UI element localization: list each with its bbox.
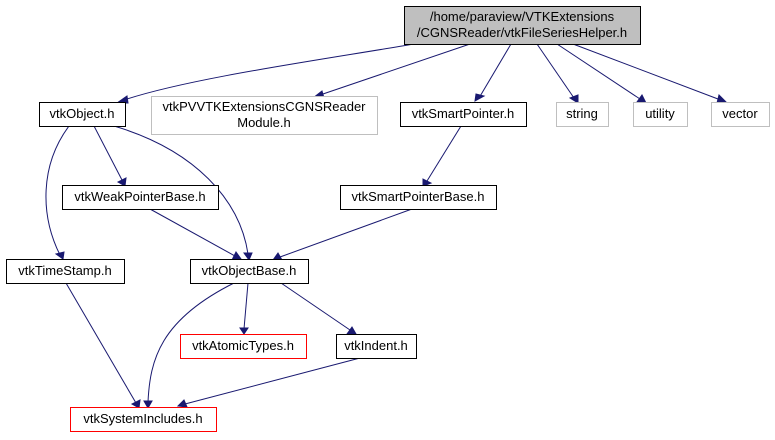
- edge-arrowhead: [636, 94, 647, 104]
- node-box: [151, 96, 378, 135]
- edge-arrowhead: [115, 95, 129, 104]
- edge-arrowhead: [231, 251, 242, 261]
- edge-vtkObject-to-objectbase: [113, 125, 253, 262]
- edge-objectbase-to-indent: [280, 282, 357, 335]
- edge-line: [123, 43, 415, 101]
- node-sysinc[interactable]: vtkSystemIncludes.h: [70, 407, 217, 432]
- node-box: [400, 102, 527, 127]
- edge-line: [426, 125, 462, 182]
- node-label: vtkSystemIncludes.h: [83, 411, 202, 426]
- edge-line: [45, 125, 70, 256]
- edge-arrowhead: [346, 326, 357, 335]
- edge-line: [572, 43, 719, 100]
- edge-vtkObject-to-weakptr: [93, 125, 127, 187]
- edge-line: [243, 282, 249, 330]
- node-smartptrbase[interactable]: vtkSmartPointerBase.h: [340, 185, 497, 210]
- edge-root-to-vtkObject: [115, 43, 415, 104]
- edge-timestamp-to-sysinc: [65, 282, 141, 409]
- edge-arrowhead: [130, 399, 141, 409]
- node-box: [70, 407, 217, 432]
- node-box: [62, 185, 219, 210]
- edge-line: [279, 208, 413, 258]
- edge-indent-to-sysinc: [176, 357, 361, 408]
- edge-arrowhead: [239, 327, 249, 335]
- edge-arrowhead: [176, 399, 188, 408]
- node-indent[interactable]: vtkIndent.h: [336, 334, 417, 359]
- edge-arrowhead: [568, 94, 579, 104]
- edge-line: [65, 282, 137, 404]
- edge-root-to-utility: [556, 43, 647, 104]
- node-string[interactable]: string: [556, 102, 609, 127]
- node-utility[interactable]: utility: [633, 102, 688, 127]
- edge-line: [478, 43, 512, 99]
- edge-objectbase-to-sysinc: [143, 282, 235, 410]
- node-box: [340, 185, 497, 210]
- edge-root-to-string: [536, 43, 579, 104]
- edge-line: [556, 43, 641, 100]
- edge-line: [113, 125, 249, 255]
- node-box: [190, 259, 309, 284]
- edges-layer: [45, 43, 728, 410]
- edge-arrowhead: [243, 252, 253, 262]
- edge-root-to-vector: [572, 43, 728, 104]
- node-box: [404, 6, 641, 45]
- edge-vtkObject-to-timestamp: [45, 125, 70, 260]
- node-label: vtkPVVTKExtensionsCGNSReader: [162, 99, 366, 114]
- node-label: vtkAtomicTypes.h: [192, 338, 294, 353]
- node-box: [6, 259, 125, 284]
- node-box: [336, 334, 417, 359]
- node-timestamp[interactable]: vtkTimeStamp.h: [6, 259, 125, 284]
- node-label: utility: [645, 106, 675, 121]
- node-objectbase[interactable]: vtkObjectBase.h: [190, 259, 309, 284]
- node-box: [633, 102, 688, 127]
- edge-root-to-module: [311, 43, 471, 99]
- nodes-layer: /home/paraview/VTKExtensions/CGNSReader/…: [6, 6, 770, 432]
- node-smartptr[interactable]: vtkSmartPointer.h: [400, 102, 527, 127]
- node-label: vtkWeakPointerBase.h: [74, 189, 205, 204]
- node-label: vector: [722, 106, 758, 121]
- node-label: vtkObject.h: [49, 106, 114, 121]
- node-atomic[interactable]: vtkAtomicTypes.h: [180, 334, 307, 359]
- node-weakptr[interactable]: vtkWeakPointerBase.h: [62, 185, 219, 210]
- node-label: vtkSmartPointerBase.h: [352, 189, 485, 204]
- edge-arrowhead: [422, 178, 433, 187]
- node-box: [556, 102, 609, 127]
- edge-line: [536, 43, 575, 99]
- edge-arrowhead: [716, 94, 728, 104]
- node-box: [180, 334, 307, 359]
- node-label: vtkTimeStamp.h: [18, 263, 111, 278]
- edge-arrowhead: [474, 93, 486, 102]
- node-label: /CGNSReader/vtkFileSeriesHelper.h: [417, 25, 627, 40]
- node-label: vtkIndent.h: [344, 338, 408, 353]
- edge-arrowhead: [116, 177, 127, 187]
- node-label: vtkSmartPointer.h: [412, 106, 515, 121]
- edge-smartptr-to-smartptrbase: [422, 125, 462, 187]
- edge-weakptr-to-objectbase: [149, 208, 242, 261]
- node-root: /home/paraview/VTKExtensions/CGNSReader/…: [404, 6, 641, 45]
- node-label: /home/paraview/VTKExtensions: [430, 9, 615, 24]
- edge-objectbase-to-atomic: [239, 282, 249, 335]
- edge-arrowhead: [143, 400, 153, 410]
- edge-arrowhead: [54, 251, 65, 260]
- edge-line: [147, 282, 235, 403]
- node-box: [39, 102, 126, 127]
- edge-line: [280, 282, 351, 331]
- node-label: Module.h: [237, 115, 290, 130]
- edge-smartptrbase-to-objectbase: [272, 208, 413, 261]
- node-vector[interactable]: vector: [711, 102, 770, 127]
- node-vtkObject[interactable]: vtkObject.h: [39, 102, 126, 127]
- node-label: string: [566, 106, 598, 121]
- edge-line: [184, 357, 361, 405]
- edge-root-to-smartptr: [474, 43, 512, 102]
- edge-line: [149, 208, 236, 257]
- node-label: vtkObjectBase.h: [202, 263, 297, 278]
- node-box: [711, 102, 770, 127]
- edge-line: [93, 125, 123, 181]
- edge-line: [319, 43, 471, 96]
